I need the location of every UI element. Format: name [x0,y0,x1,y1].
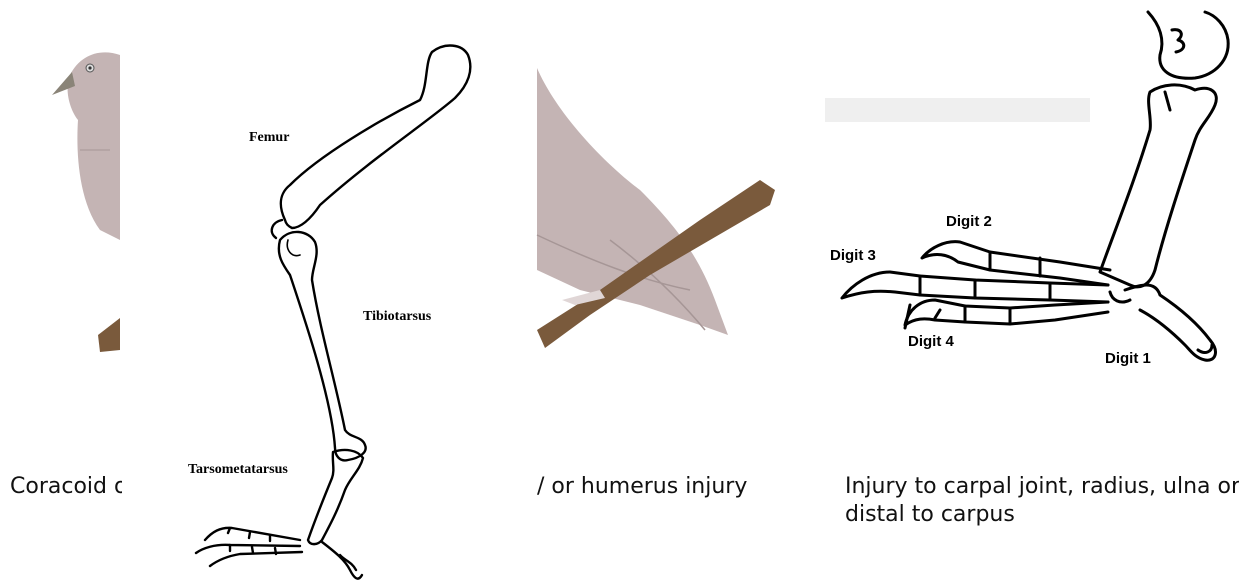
upper-joint-bone [1148,12,1228,78]
foot-shaft-bone [1100,85,1216,287]
label-digit-1: Digit 1 [1105,350,1151,367]
digit-4-bone [905,300,1108,325]
label-digit-4: Digit 4 [908,333,954,350]
digit-1-bone [1125,285,1215,360]
label-digit-2: Digit 2 [946,213,992,230]
label-digit-3: Digit 3 [830,247,876,264]
